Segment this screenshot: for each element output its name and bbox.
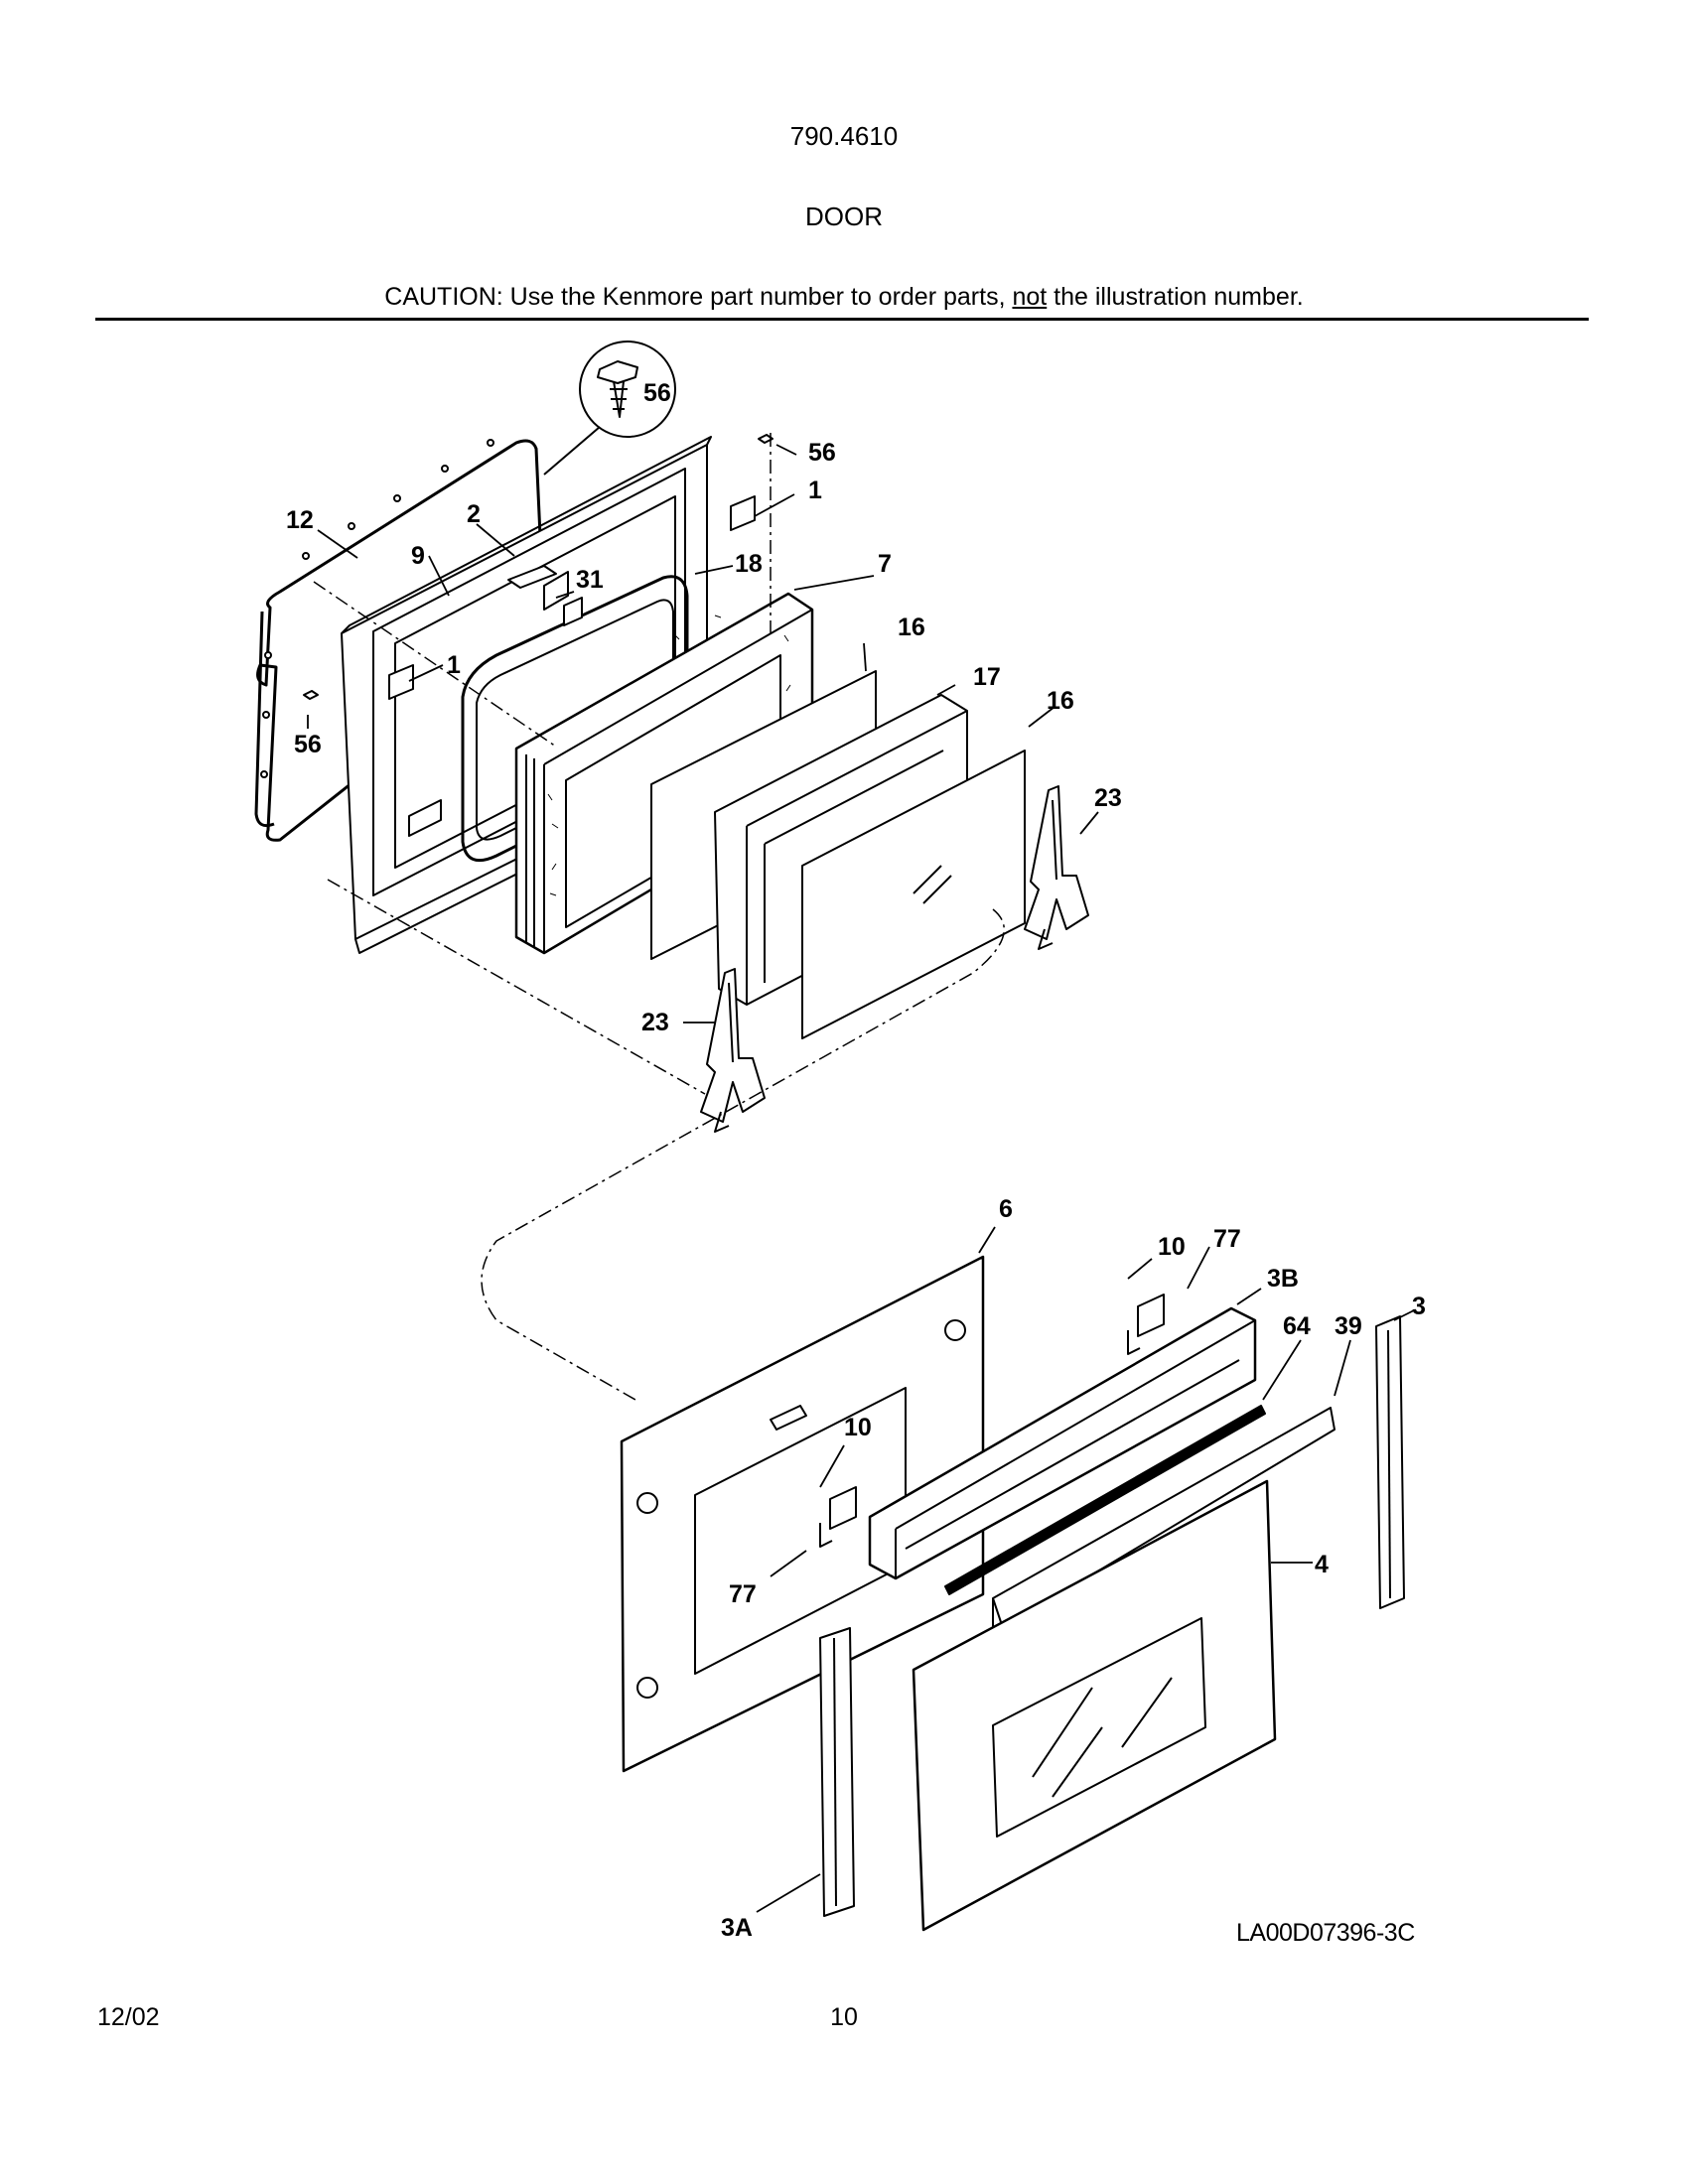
bracket-left	[388, 664, 414, 700]
page-number: 10	[830, 2003, 858, 2031]
footer-date: 12/02	[97, 2003, 160, 2031]
callout-64: 64	[1283, 1312, 1311, 1340]
callout-2: 2	[467, 500, 481, 528]
callout-17: 17	[973, 663, 1001, 691]
callout-3A: 3A	[721, 1914, 753, 1942]
diagram-code: LA00D07396-3C	[1236, 1919, 1415, 1947]
callout-10-left: 10	[844, 1414, 872, 1441]
front-glass	[801, 750, 1026, 1039]
callout-1-top: 1	[808, 477, 822, 504]
callout-23-left: 23	[641, 1009, 669, 1036]
vent-seal	[944, 1405, 1266, 1595]
callout-7: 7	[878, 550, 892, 578]
bracket-top	[730, 495, 756, 531]
callout-3B: 3B	[1267, 1265, 1299, 1293]
callout-23-right: 23	[1094, 784, 1122, 812]
hinge-bracket-left	[829, 1486, 857, 1530]
callout-39: 39	[1335, 1312, 1362, 1340]
callout-77-left: 77	[729, 1580, 757, 1608]
screw-inset-icon	[597, 360, 638, 418]
caution-text-end: the illustration number.	[1047, 283, 1304, 311]
callout-6: 6	[999, 1195, 1013, 1223]
callout-31: 31	[576, 566, 604, 594]
right-side-trim	[1375, 1315, 1405, 1609]
callout-labels: 56 56 1 12 2 9 31 18 7 1 16 17 56 16 23 …	[286, 379, 1426, 1942]
clip-2	[507, 565, 557, 589]
callout-4: 4	[1315, 1551, 1329, 1578]
hinge-bracket-top	[1137, 1294, 1165, 1337]
caution-note: CAUTION: Use the Kenmore part number to …	[0, 283, 1688, 312]
screw-left	[303, 690, 319, 700]
screw-top	[758, 434, 774, 444]
callout-10-top: 10	[1158, 1233, 1186, 1261]
door-inner-panel	[620, 1255, 985, 1773]
door-handle	[992, 1407, 1336, 1629]
caution-emphasis: not	[1012, 283, 1048, 311]
outer-door-panel	[912, 1479, 1277, 1932]
clip-31	[563, 597, 583, 626]
callout-56-top: 56	[808, 439, 836, 467]
callout-56-left: 56	[294, 731, 322, 758]
left-side-trim	[819, 1627, 855, 1917]
callout-56-inset: 56	[643, 379, 671, 407]
callout-1-left: 1	[447, 651, 461, 679]
callout-77-top: 77	[1213, 1225, 1241, 1253]
section-title: DOOR	[805, 202, 883, 231]
caution-text-start: CAUTION: Use the Kenmore part number to …	[384, 283, 1013, 311]
inset-leader	[543, 426, 601, 476]
callout-18: 18	[735, 550, 763, 578]
callout-16-rear: 16	[898, 614, 925, 641]
callout-16-front: 16	[1047, 687, 1074, 715]
callout-9: 9	[411, 542, 425, 570]
header-rule	[95, 318, 1589, 321]
model-number: 790.4610	[789, 121, 899, 151]
callout-12: 12	[286, 506, 314, 534]
callout-3: 3	[1412, 1293, 1426, 1320]
